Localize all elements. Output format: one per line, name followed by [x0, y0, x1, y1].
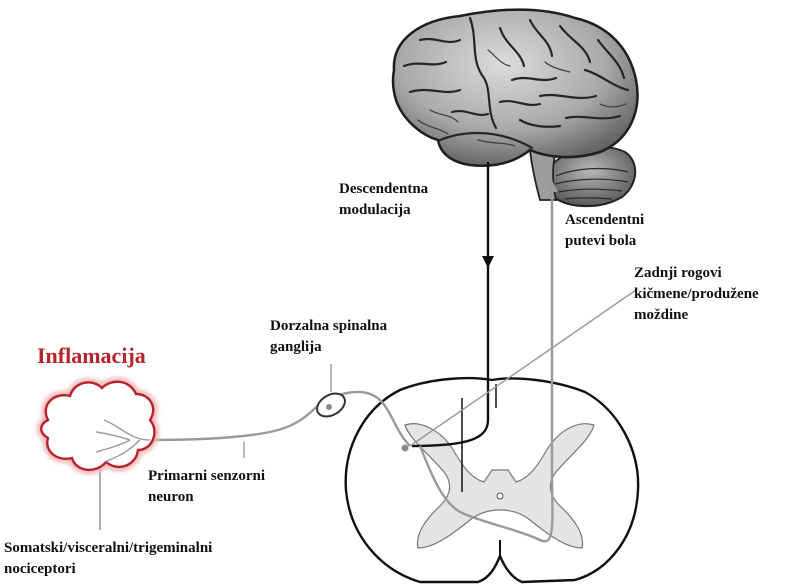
drg-label-line-2: ganglija [270, 337, 387, 358]
dorsal-horn-label: Zadnji rogovi kičmene/produžene moždine [634, 263, 759, 326]
ascending-label-line-1: Ascendentni [565, 210, 644, 231]
inflammation-label: Inflamacija [37, 343, 146, 369]
inflammation-outline [41, 382, 154, 470]
dorsal-horn-label-line-1: Zadnji rogovi [634, 263, 759, 284]
descending-label-line-1: Descendentna [339, 179, 428, 200]
nociceptors-label-line-2: nociceptori [4, 559, 212, 580]
dorsal-horn-label-line-2: kičmene/produžene [634, 284, 759, 305]
drg-label-line-1: Dorzalna spinalna [270, 316, 387, 337]
brain-illustration [393, 10, 638, 207]
cerebrum [393, 10, 638, 166]
nociceptors-label: Somatski/visceralni/trigeminalni nocicep… [4, 538, 212, 580]
ascending-label-line-2: putevi bola [565, 231, 644, 252]
central-canal [497, 493, 503, 499]
ganglion-cell-body [326, 404, 332, 410]
dorsal-horn-synapse [402, 445, 409, 452]
descending-label-line-2: modulacija [339, 200, 428, 221]
primary-neuron-label-line-2: neuron [148, 487, 265, 508]
ascending-pathways-label: Ascendentni putevi bola [565, 210, 644, 252]
primary-neuron-label: Primarni senzorni neuron [148, 466, 265, 508]
inflammation-site [41, 382, 154, 470]
spinal-cord-section [346, 378, 638, 582]
primary-neuron-label-line-1: Primarni senzorni [148, 466, 265, 487]
drg-label: Dorzalna spinalna ganglija [270, 316, 387, 358]
dorsal-horn-label-line-3: moždine [634, 305, 759, 326]
descending-modulation-label: Descendentna modulacija [339, 179, 428, 221]
nociceptors-label-line-1: Somatski/visceralni/trigeminalni [4, 538, 212, 559]
